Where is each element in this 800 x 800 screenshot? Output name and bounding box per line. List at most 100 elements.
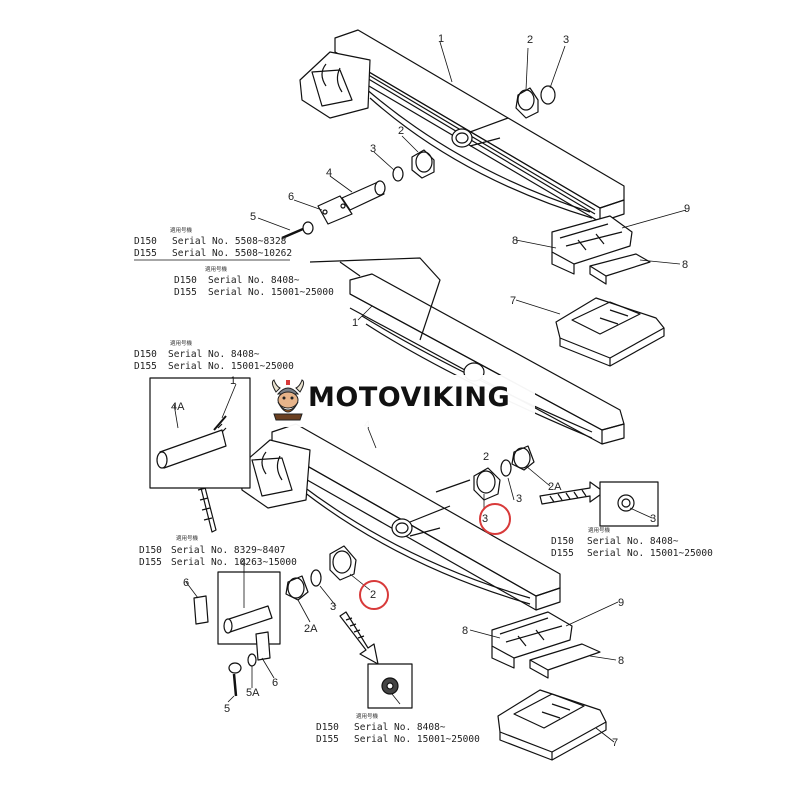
callout-labels: 123234659887144A1232A346232A655A98873 bbox=[171, 33, 690, 749]
serial-caption-lower-left: 適用号機 D150 Serial No. 8329~8407 D155 Seri… bbox=[139, 534, 297, 568]
flange-bushing-2a-lower-left bbox=[285, 575, 309, 601]
callout-1: 1 bbox=[352, 317, 358, 329]
callout-7: 7 bbox=[510, 295, 516, 307]
watermark-banner bbox=[263, 375, 535, 427]
caption-d155: Serial No. 15001~25000 bbox=[587, 548, 713, 559]
caption-d150: Serial No. 5508~8328 bbox=[172, 236, 287, 247]
bushing-2-top-left bbox=[411, 149, 435, 179]
arrow-to-seal-right bbox=[539, 481, 605, 505]
callout-8: 8 bbox=[462, 625, 468, 637]
callout-8: 8 bbox=[512, 235, 518, 247]
caption-d150: Serial No. 8408~ bbox=[208, 275, 300, 286]
callout-1: 1 bbox=[438, 33, 444, 45]
caption-d155: Serial No. 10263~15000 bbox=[171, 557, 297, 568]
bolt-5-top bbox=[281, 221, 314, 240]
plate-6-lower-right bbox=[255, 631, 271, 661]
callout-3: 3 bbox=[330, 601, 336, 613]
caption-d150-model: D150 bbox=[134, 236, 157, 247]
serial-caption-mid-left: 適用号機 D150 Serial No. 8408~ D155 Serial N… bbox=[134, 339, 294, 372]
caption-d155: Serial No. 5508~10262 bbox=[172, 248, 292, 259]
callout-6: 6 bbox=[183, 577, 189, 589]
caption-d155: Serial No. 15001~25000 bbox=[168, 361, 294, 372]
caption-d155-model: D155 bbox=[134, 361, 157, 372]
detail-box-seal-bottom bbox=[367, 663, 413, 709]
ring-3-top-left bbox=[392, 166, 404, 182]
caption-cn: 適用号機 bbox=[170, 226, 193, 234]
callout-5: 5 bbox=[250, 211, 256, 223]
serial-caption-bottom: 適用号機 D150 Serial No. 8408~ D155 Serial N… bbox=[316, 712, 480, 745]
caption-d155: Serial No. 15001~25000 bbox=[208, 287, 334, 298]
callout-2: 2 bbox=[370, 589, 376, 601]
detail-box-pin-upper bbox=[149, 377, 251, 489]
highlight-circle-2-right bbox=[479, 503, 511, 535]
equalizer-bar-top bbox=[299, 29, 625, 223]
callout-4: 4 bbox=[240, 557, 246, 569]
flange-bushing-2a-lower-right bbox=[511, 445, 535, 471]
callout-3: 3 bbox=[370, 143, 376, 155]
bushing-2-top-right bbox=[515, 87, 539, 119]
caption-cn: 適用号機 bbox=[356, 712, 379, 720]
callout-4: 4 bbox=[326, 167, 332, 179]
callout-2a: 2A bbox=[548, 481, 562, 493]
callout-7: 7 bbox=[612, 737, 618, 749]
pad-9-lower bbox=[491, 611, 573, 669]
caption-d150: Serial No. 8408~ bbox=[168, 349, 260, 360]
callout-4a: 4A bbox=[171, 401, 185, 413]
caption-d150: Serial No. 8329~8407 bbox=[171, 545, 285, 556]
bolt-5-lower bbox=[228, 662, 242, 697]
serial-caption-top-left: 適用号機 D150 Serial No. 5508~8328 D155 Seri… bbox=[134, 226, 292, 259]
viking-mascot-icon bbox=[271, 379, 305, 421]
equalizer-bar-lower bbox=[239, 423, 561, 611]
caption-d150-model: D150 bbox=[139, 545, 162, 556]
callout-6: 6 bbox=[288, 191, 294, 203]
washer-5a-lower bbox=[247, 653, 257, 667]
callout-9: 9 bbox=[684, 203, 690, 215]
callout-9: 9 bbox=[618, 597, 624, 609]
pin-4-top bbox=[317, 180, 386, 225]
equalizer-bar-middle bbox=[309, 257, 625, 445]
detail-box-seal-right bbox=[599, 481, 659, 527]
callout-5a: 5A bbox=[246, 687, 260, 699]
callout-8: 8 bbox=[618, 655, 624, 667]
caption-d155-model: D155 bbox=[316, 734, 339, 745]
arrow-to-seal-bottom bbox=[339, 611, 379, 665]
pad-9-top bbox=[551, 215, 633, 275]
caption-d155-model: D155 bbox=[139, 557, 162, 568]
callout-1: 1 bbox=[230, 375, 236, 387]
highlight-circle-2-left bbox=[359, 580, 389, 610]
bushing-2-lower-right bbox=[473, 467, 501, 501]
caption-d150: Serial No. 8408~ bbox=[354, 722, 446, 733]
ring-3-lower-right bbox=[500, 459, 512, 477]
seat-7-top bbox=[555, 297, 665, 367]
callout-6: 6 bbox=[272, 677, 278, 689]
leader-lines bbox=[173, 41, 687, 743]
callout-5: 5 bbox=[224, 703, 230, 715]
caption-d150-model: D150 bbox=[551, 536, 574, 547]
caption-cn: 適用号機 bbox=[176, 534, 199, 542]
bushing-2-lower-left bbox=[329, 545, 357, 581]
caption-cn: 適用号機 bbox=[588, 526, 611, 534]
serial-caption-upper-beam: 適用号機 D150 Serial No. 8408~ D155 Serial N… bbox=[174, 265, 334, 298]
serial-caption-right: 適用号機 D150 Serial No. 8408~ D155 Serial N… bbox=[551, 526, 713, 559]
caption-d150-model: D150 bbox=[174, 275, 197, 286]
callout-8: 8 bbox=[682, 259, 688, 271]
caption-d155-model: D155 bbox=[134, 248, 157, 259]
seat-7-lower bbox=[497, 689, 607, 761]
callout-2: 2 bbox=[527, 34, 533, 46]
caption-d150: Serial No. 8408~ bbox=[587, 536, 679, 547]
caption-d155-model: D155 bbox=[551, 548, 574, 559]
watermark-brand-text: MOTOVIKING bbox=[308, 382, 511, 413]
caption-cn: 適用号機 bbox=[170, 339, 193, 347]
callout-2: 2 bbox=[398, 125, 404, 137]
callout-2: 2 bbox=[483, 451, 489, 463]
caption-d150-model: D150 bbox=[134, 349, 157, 360]
callout-3: 3 bbox=[516, 493, 522, 505]
ring-3-lower-left bbox=[310, 569, 322, 587]
caption-d150-model: D150 bbox=[316, 722, 339, 733]
ring-3-top-right bbox=[540, 85, 556, 105]
callout-3: 3 bbox=[482, 513, 488, 525]
caption-cn: 適用号機 bbox=[205, 265, 228, 273]
plate-6-lower-left bbox=[193, 595, 209, 625]
pad-8-top bbox=[589, 253, 651, 285]
